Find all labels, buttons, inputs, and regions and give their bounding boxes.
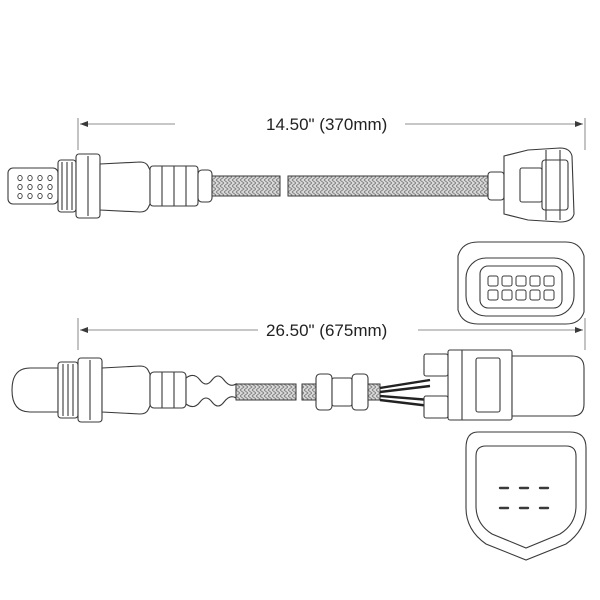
bottom-probe-tip: [11, 367, 59, 413]
bottom-sensor-wires: [379, 378, 431, 408]
top-connector-face: [457, 241, 585, 325]
bottom-connector-pins: [498, 486, 550, 510]
bottom-cable-braid-mid: [301, 383, 317, 401]
top-cable-braid-left: [211, 175, 281, 197]
bottom-cable-grommet: [315, 373, 369, 411]
top-sensor-body: [99, 161, 213, 213]
bottom-length-label: 26.50" (675mm): [266, 321, 387, 340]
bottom-bellows-boot: [185, 374, 237, 408]
bottom-connector-face: [465, 431, 587, 561]
top-connector: [487, 147, 575, 223]
top-sensor-thread: [57, 159, 77, 213]
bottom-sensor-thread: [57, 361, 79, 419]
bottom-dimension-line: [77, 318, 586, 350]
bottom-sensor-body: [101, 365, 187, 415]
top-cable-braid-right: [287, 175, 489, 197]
top-probe-tip: [7, 167, 59, 205]
bottom-sensor-assembly: 26.50" (675mm): [11, 318, 586, 423]
bottom-cable-braid-right: [367, 383, 381, 401]
bottom-connector: [423, 349, 585, 421]
bottom-cable-braid-left: [235, 383, 297, 401]
top-connector-pins: [487, 275, 555, 301]
top-sensor-assembly: 14.50" (370mm): [7, 115, 586, 223]
top-dimension-line: [77, 118, 586, 150]
top-length-label: 14.50" (370mm): [266, 115, 387, 134]
